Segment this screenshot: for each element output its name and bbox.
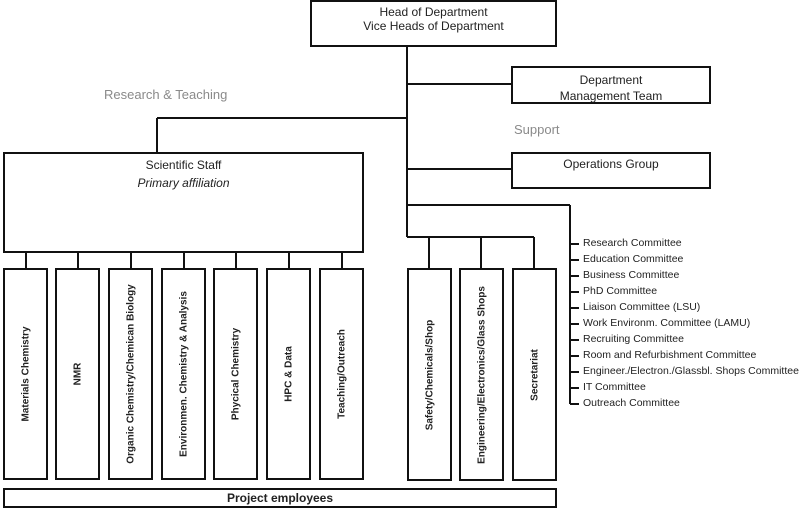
- operations-group-box: Operations Group: [511, 152, 711, 189]
- support-label: Support: [514, 122, 560, 137]
- committee-item: Outreach Committee: [583, 397, 680, 409]
- research-unit-box: Phycical Chemistry: [213, 268, 258, 480]
- committee-item: Room and Refurbishment Committee: [583, 349, 757, 361]
- head-title: Head of Department: [379, 5, 488, 19]
- research-unit-label: Teaching/Outreach: [336, 329, 347, 419]
- management-line2: Management Team: [559, 89, 663, 103]
- committee-item: Business Committee: [583, 269, 680, 281]
- support-unit-label: Secretariat: [529, 348, 540, 401]
- committee-item: PhD Committee: [583, 285, 658, 297]
- research-unit-label: NMR: [72, 362, 83, 386]
- research-unit-box: NMR: [55, 268, 100, 480]
- committee-item: Liaison Committee (LSU): [583, 301, 701, 313]
- committee-item: IT Committee: [583, 381, 646, 393]
- research-unit-label: Phycical Chemistry: [230, 327, 241, 421]
- research-unit-label: Organic Chemistry/Chemican Biology: [125, 284, 136, 464]
- management-line1: Department: [579, 73, 643, 87]
- support-unit-label: Safety/Chemicals/Shop: [424, 319, 435, 430]
- committee-item: Recruiting Committee: [583, 333, 684, 345]
- operations-label: Operations Group: [563, 157, 659, 171]
- scientific-staff-subtitle: Primary affiliation: [137, 176, 230, 190]
- support-unit-box: Engineering/Electronics/Glass Shops: [459, 268, 504, 481]
- support-unit-box: Safety/Chemicals/Shop: [407, 268, 452, 481]
- research-unit-box: HPC & Data: [266, 268, 311, 480]
- research-teaching-label: Research & Teaching: [104, 87, 228, 102]
- research-unit-box: Environmen. Chemistry & Analysis: [161, 268, 206, 480]
- support-unit-label: Engineering/Electronics/Glass Shops: [476, 285, 487, 464]
- project-employees-label: Project employees: [226, 491, 334, 505]
- project-employees-box: Project employees: [3, 488, 557, 508]
- research-unit-label: HPC & Data: [283, 346, 294, 402]
- research-unit-label: Environmen. Chemistry & Analysis: [178, 291, 189, 457]
- scientific-staff-box: Scientific Staff Primary affiliation: [3, 152, 364, 253]
- committee-item: Engineer./Electron./Glassbl. Shops Commi…: [583, 365, 799, 377]
- committee-item: Education Committee: [583, 253, 684, 265]
- research-unit-label: Materials Chemistry: [20, 326, 31, 422]
- scientific-staff-title: Scientific Staff: [145, 158, 222, 172]
- research-unit-box: Teaching/Outreach: [319, 268, 364, 480]
- head-of-department-box: Head of Department Vice Heads of Departm…: [310, 0, 557, 47]
- research-unit-box: Materials Chemistry: [3, 268, 48, 480]
- management-team-box: Department Management Team: [511, 66, 711, 104]
- support-unit-box: Secretariat: [512, 268, 557, 481]
- vice-heads-title: Vice Heads of Department: [363, 19, 504, 33]
- research-unit-box: Organic Chemistry/Chemican Biology: [108, 268, 153, 480]
- committee-item: Work Environm. Committee (LAMU): [583, 317, 751, 329]
- committee-item: Research Committee: [583, 237, 682, 249]
